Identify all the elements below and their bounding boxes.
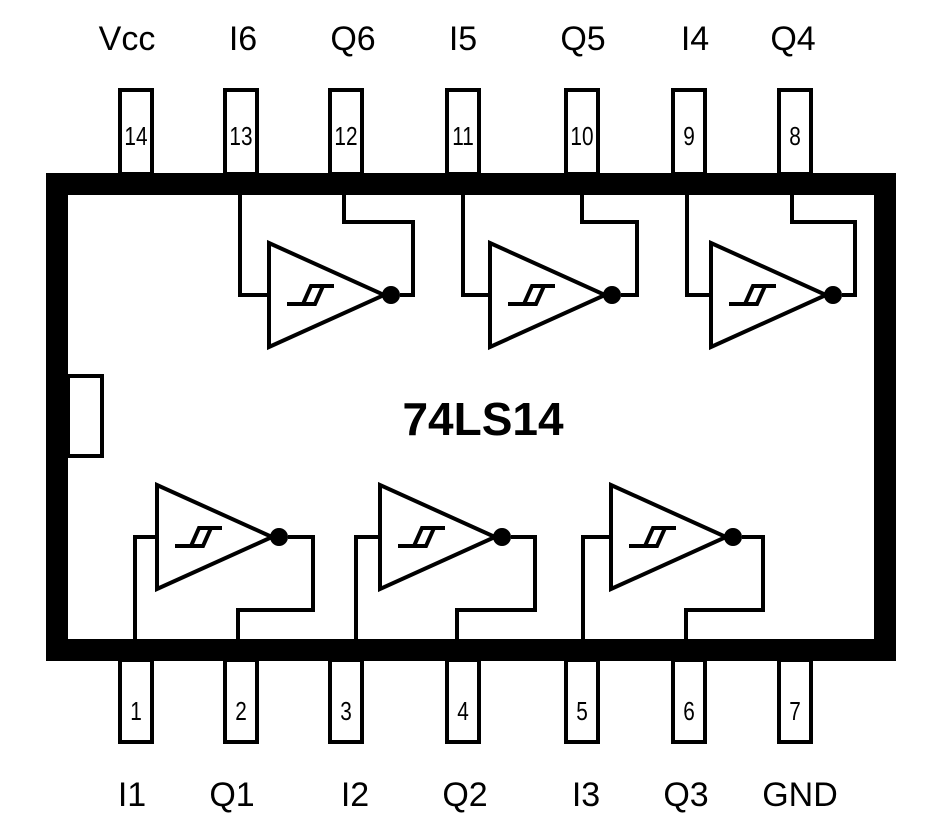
inversion-bubble xyxy=(493,528,511,546)
pin-label: Q2 xyxy=(442,776,487,814)
pin-label: I3 xyxy=(572,776,600,814)
hysteresis-icon xyxy=(629,526,676,548)
schmitt-inverter-gate xyxy=(461,195,639,351)
pin-number: 9 xyxy=(683,122,695,151)
pin-number: 3 xyxy=(340,697,352,726)
pin-8: 8 Q4 xyxy=(770,20,816,176)
pin-number: 4 xyxy=(457,697,469,726)
pin-label: Q3 xyxy=(663,776,708,814)
pin-3: 3I2 xyxy=(328,658,369,814)
pin-number: 13 xyxy=(229,122,252,151)
pin-2: 2Q1 xyxy=(209,658,259,814)
pin-lead xyxy=(118,88,154,176)
inversion-bubble xyxy=(603,286,621,304)
chip-name: 74LS14 xyxy=(402,393,564,445)
pin-lead xyxy=(564,658,600,744)
inversion-bubble xyxy=(382,286,400,304)
hysteresis-icon xyxy=(398,526,445,548)
output-wire xyxy=(684,535,765,640)
input-wire xyxy=(354,535,380,640)
pin-14: 14 Vcc xyxy=(99,20,156,176)
pin-lead xyxy=(118,658,154,744)
pin-label: I6 xyxy=(229,20,257,58)
pin-lead xyxy=(328,658,364,744)
pin-11: 11 I5 xyxy=(445,20,481,176)
pin-number: 8 xyxy=(789,122,801,151)
input-wire xyxy=(238,195,269,297)
schmitt-inverter-gate xyxy=(238,195,415,351)
schmitt-inverter-gate xyxy=(354,481,537,640)
pin-label: I4 xyxy=(681,20,709,58)
output-wire xyxy=(342,195,415,297)
output-wire xyxy=(236,535,315,640)
output-wire xyxy=(455,535,537,640)
input-wire xyxy=(133,535,157,640)
pin-4: 4Q2 xyxy=(442,658,488,814)
pin-lead xyxy=(671,88,707,176)
pin-12: 12 Q6 xyxy=(328,20,376,176)
pin-number: 1 xyxy=(130,697,142,726)
pin-10: 10 Q5 xyxy=(560,20,606,176)
pin-lead xyxy=(777,658,813,744)
pin-lead xyxy=(671,658,707,744)
pin-label: Q6 xyxy=(330,20,375,58)
pin-label: Q1 xyxy=(209,776,254,814)
pin-13: 13 I6 xyxy=(223,20,259,176)
schmitt-inverter-gate xyxy=(581,481,765,640)
pin-number: 12 xyxy=(334,122,357,151)
pin-lead xyxy=(445,658,481,744)
inversion-bubble xyxy=(724,528,742,546)
pin-lead xyxy=(223,658,259,744)
pin-label: I5 xyxy=(449,20,477,58)
pin-label: I1 xyxy=(118,776,146,814)
output-wire xyxy=(580,195,639,297)
pin-lead xyxy=(328,88,364,176)
pin-lead xyxy=(445,88,481,176)
hysteresis-icon xyxy=(729,284,776,306)
pin-label: I2 xyxy=(341,776,369,814)
pin-label: Q4 xyxy=(770,20,815,58)
pin-lead xyxy=(777,88,813,176)
pin-1: 1I1 xyxy=(118,658,154,814)
pin-number: 5 xyxy=(576,697,588,726)
pin-lead xyxy=(223,88,259,176)
hysteresis-icon xyxy=(508,284,555,306)
output-wire xyxy=(790,195,857,297)
pin-label: GND xyxy=(762,776,838,814)
input-wire xyxy=(461,195,490,297)
input-wire xyxy=(581,535,611,640)
inversion-bubble xyxy=(270,528,288,546)
pin-lead xyxy=(564,88,600,176)
pin-number: 7 xyxy=(789,697,801,726)
pin-number: 10 xyxy=(570,122,593,151)
pin-6: 6Q3 xyxy=(663,658,709,814)
input-wire xyxy=(685,195,711,297)
hysteresis-icon xyxy=(287,284,334,306)
pin-number: 11 xyxy=(452,122,474,151)
pin-label: Q5 xyxy=(560,20,605,58)
hysteresis-icon xyxy=(175,526,222,548)
pin-5: 5I3 xyxy=(564,658,600,814)
pin-number: 2 xyxy=(235,697,247,726)
orientation-notch xyxy=(66,374,104,458)
pin-label: Vcc xyxy=(99,20,156,58)
pin-9: 9 I4 xyxy=(671,20,709,176)
pin-number: 14 xyxy=(124,122,147,151)
inversion-bubble xyxy=(824,286,842,304)
schmitt-inverter-gate xyxy=(685,195,857,351)
pin-number: 6 xyxy=(683,697,695,726)
schmitt-inverter-gate xyxy=(133,481,315,640)
